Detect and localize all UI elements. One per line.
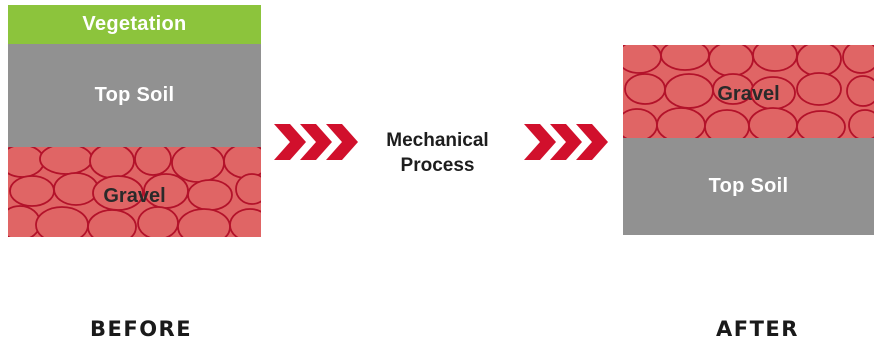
topsoil-label: Top Soil — [8, 84, 261, 107]
topsoil-label: Top Soil — [623, 175, 874, 198]
before-soil-profile: Vegetation Top Soil — [8, 5, 261, 237]
before-caption: BEFORE — [90, 317, 192, 341]
process-line-2: Process — [365, 153, 510, 178]
gravel-layer: Gravel — [623, 45, 874, 138]
after-caption: AFTER — [716, 317, 799, 341]
vegetation-layer: Vegetation — [8, 5, 261, 44]
topsoil-layer: Top Soil — [8, 44, 261, 147]
gravel-layer: Gravel — [8, 147, 261, 237]
gravel-label: Gravel — [623, 83, 874, 106]
after-soil-profile: Gravel Top Soil — [623, 45, 874, 235]
topsoil-layer: Top Soil — [623, 138, 874, 235]
gravel-label: Gravel — [8, 185, 261, 208]
process-line-1: Mechanical — [365, 128, 510, 153]
chevron-right-icon — [270, 124, 365, 160]
process-label: Mechanical Process — [365, 128, 510, 178]
vegetation-label: Vegetation — [8, 13, 261, 36]
chevron-right-icon — [520, 124, 615, 160]
